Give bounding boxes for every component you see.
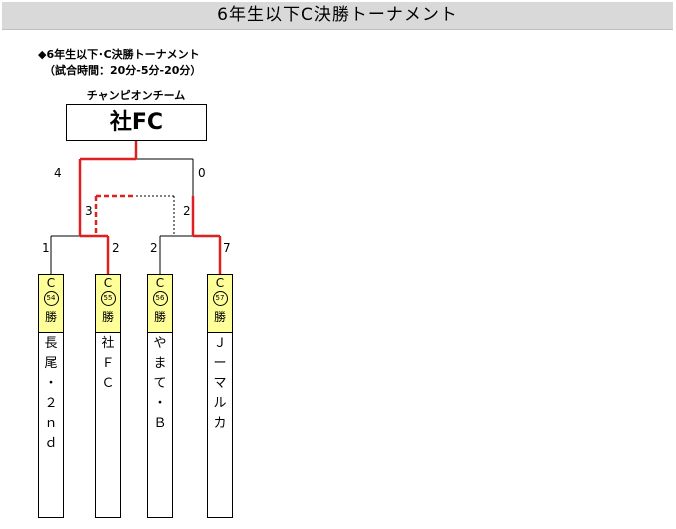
semi1-right-score: 2 <box>112 241 120 255</box>
team-name-char: ル <box>213 396 227 411</box>
semi2-right-score: 7 <box>223 241 231 255</box>
team-name-box-4: Ｊ ー マ ル カ <box>207 332 233 518</box>
slot-result: 勝 <box>213 310 226 324</box>
slot-result: 勝 <box>153 310 166 324</box>
team-slot-1: C 54 勝 <box>38 274 64 332</box>
team-name-char: ｎ <box>44 416 58 431</box>
slot-number-badge: 54 <box>43 291 59 306</box>
team-name-char: ・ <box>44 376 58 391</box>
team-name-box-1: 長 尾 ・ ２ ｎ ｄ <box>38 332 64 518</box>
team-name-char: ー <box>213 356 227 371</box>
slot-number-badge: 55 <box>100 291 116 306</box>
slot-result: 勝 <box>44 310 57 324</box>
slot-letter: C <box>103 276 113 290</box>
tournament-subtitle: ◆6年生以下･C決勝トーナメント <box>38 48 200 61</box>
match-time-note: （試合時間：20分-5分-20分） <box>44 64 202 77</box>
semi1-top-score: 3 <box>85 204 93 218</box>
slot-number-badge: 57 <box>212 291 228 306</box>
slot-letter: C <box>155 276 165 290</box>
slot-number-badge: 56 <box>152 291 168 306</box>
team-name-char: 尾 <box>44 356 58 371</box>
team-slot-2: C 55 勝 <box>95 274 121 332</box>
team-name-char: 社 <box>101 336 115 351</box>
team-name-box-2: 社 Ｆ Ｃ <box>95 332 121 518</box>
final-right-score: 0 <box>198 166 206 180</box>
team-name-char: や <box>153 336 167 351</box>
team-name-char: ・ <box>153 396 167 411</box>
champion-label: チャンピオンチーム <box>86 89 186 102</box>
team-name-char: ま <box>153 356 167 371</box>
team-name-char: ２ <box>44 396 58 411</box>
team-name-char: Ｂ <box>153 416 167 431</box>
team-name-char: て <box>153 376 167 391</box>
final-left-score: 4 <box>54 166 62 180</box>
slot-letter: C <box>215 276 225 290</box>
slot-letter: C <box>46 276 56 290</box>
champion-team-box: 社FC <box>66 104 207 141</box>
page-title: 6年生以下C決勝トーナメント <box>2 2 673 30</box>
semi1-left-score: 1 <box>42 241 50 255</box>
team-name-char: マ <box>213 376 227 391</box>
team-slot-3: C 56 勝 <box>147 274 173 332</box>
slot-result: 勝 <box>101 310 114 324</box>
team-slot-4: C 57 勝 <box>207 274 233 332</box>
team-name-char: ｄ <box>44 436 58 451</box>
team-name-char: カ <box>213 416 227 431</box>
semi2-top-score: 2 <box>183 204 191 218</box>
team-name-char: Ｊ <box>213 336 227 351</box>
team-name-char: 長 <box>44 336 58 351</box>
semi2-left-score: 2 <box>150 241 158 255</box>
team-name-char: Ｃ <box>101 376 115 391</box>
team-name-char: Ｆ <box>101 356 115 371</box>
team-name-box-3: や ま て ・ Ｂ <box>147 332 173 518</box>
